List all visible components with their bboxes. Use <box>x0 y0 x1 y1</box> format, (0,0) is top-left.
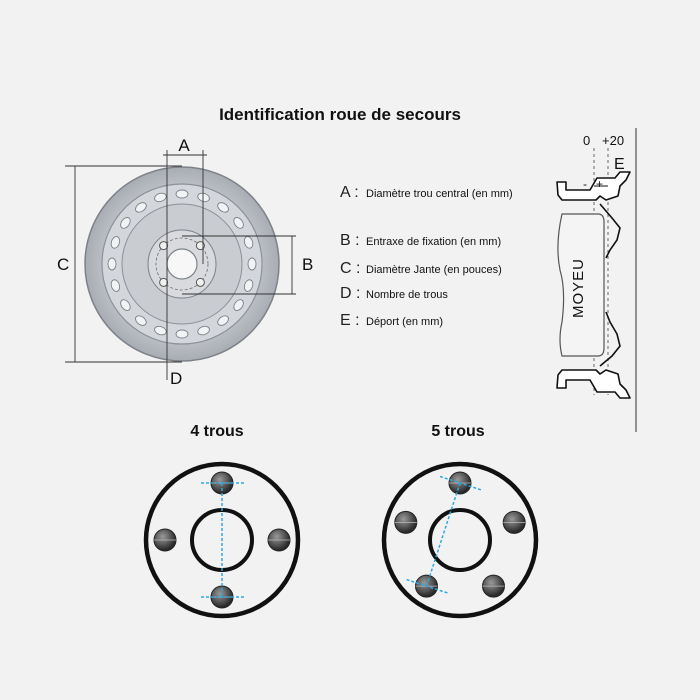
vent-hole <box>120 217 131 229</box>
wheel-bolt-hole <box>195 241 205 251</box>
legend-item-a: A : Diamètre trou central (en mm) <box>340 184 513 202</box>
measure-line <box>425 482 461 587</box>
vent-hole <box>154 325 167 336</box>
vent-hole <box>197 325 210 336</box>
vent-hole <box>247 257 257 271</box>
wheel-vent-holes <box>107 189 257 339</box>
legend-letter: A : <box>340 184 359 201</box>
vent-hole <box>107 257 117 271</box>
pattern-outer-circle <box>381 461 539 619</box>
pattern-center-bore <box>428 508 492 572</box>
vent-hole <box>217 202 229 213</box>
wheel-bolt-hole <box>159 277 169 287</box>
hub-label: MOYEU <box>570 258 587 318</box>
dim-label-d: D <box>170 369 182 388</box>
pattern-outer-circle <box>143 461 301 619</box>
vent-hole <box>110 236 121 249</box>
dim-label-b: B <box>302 255 313 274</box>
legend-letter: B : <box>340 232 360 249</box>
vent-hole <box>243 279 254 292</box>
offset-plus20-label: +20 <box>602 133 624 148</box>
vent-hole <box>233 299 244 311</box>
vent-hole <box>120 299 131 311</box>
pattern-5-title: 5 trous <box>431 423 485 440</box>
hub-body <box>557 213 605 357</box>
legend-letter: E : <box>340 312 360 329</box>
bolt-circle-dashed <box>155 237 209 291</box>
legend-item-d: D : Nombre de trous <box>340 285 448 303</box>
vent-hole <box>154 192 167 203</box>
vent-hole <box>197 192 210 203</box>
wheel-illustration <box>84 166 280 362</box>
offset-zero-label: 0 <box>583 133 590 148</box>
legend-text: Diamètre Jante (en pouces) <box>366 264 502 276</box>
dim-label-c: C <box>57 255 69 274</box>
wheel-bolt-hole <box>159 241 169 251</box>
wheel-dimension-lines <box>65 150 296 380</box>
legend-letter: C : <box>340 260 361 277</box>
legend-text: Entraxe de fixation (en mm) <box>366 236 502 248</box>
wheel-bolt-hole <box>195 277 205 287</box>
legend-item-e: E : Déport (en mm) <box>340 312 443 330</box>
vent-hole <box>135 202 147 213</box>
dim-label-a: A <box>178 136 190 155</box>
wheel-bolt-holes <box>159 241 205 287</box>
legend-text: Déport (en mm) <box>366 316 444 328</box>
rim-profile-bottom <box>556 369 631 399</box>
dim-label-e: E <box>614 156 625 173</box>
offset-plus-label: + <box>596 177 603 191</box>
measure-tick <box>438 475 482 491</box>
vent-hole <box>135 315 147 326</box>
offset-minus-label: - <box>583 177 587 191</box>
vent-hole <box>243 236 254 249</box>
vent-hole <box>175 189 189 199</box>
center-bore <box>166 248 198 280</box>
rim-profile-top <box>556 171 631 201</box>
vent-hole <box>217 315 229 326</box>
bolt-pattern-4 <box>143 461 301 619</box>
vent-hole <box>233 217 244 229</box>
legend-text: Nombre de trous <box>366 289 448 301</box>
legend-text: Diamètre trou central (en mm) <box>366 188 513 200</box>
vent-hole <box>110 279 121 292</box>
legend-item-b: B : Entraxe de fixation (en mm) <box>340 232 501 250</box>
page-title: Identification roue de secours <box>219 105 461 124</box>
disc-profile-bottom <box>599 311 621 367</box>
hub-cross-section: MOYEU <box>556 128 637 432</box>
bolt-pattern-5 <box>381 461 539 619</box>
pattern-4-title: 4 trous <box>190 423 244 440</box>
vent-hole <box>175 329 189 339</box>
legend-letter: D : <box>340 285 361 302</box>
legend-item-c: C : Diamètre Jante (en pouces) <box>340 260 502 278</box>
measure-tick <box>405 578 448 594</box>
disc-profile-top <box>599 203 621 259</box>
